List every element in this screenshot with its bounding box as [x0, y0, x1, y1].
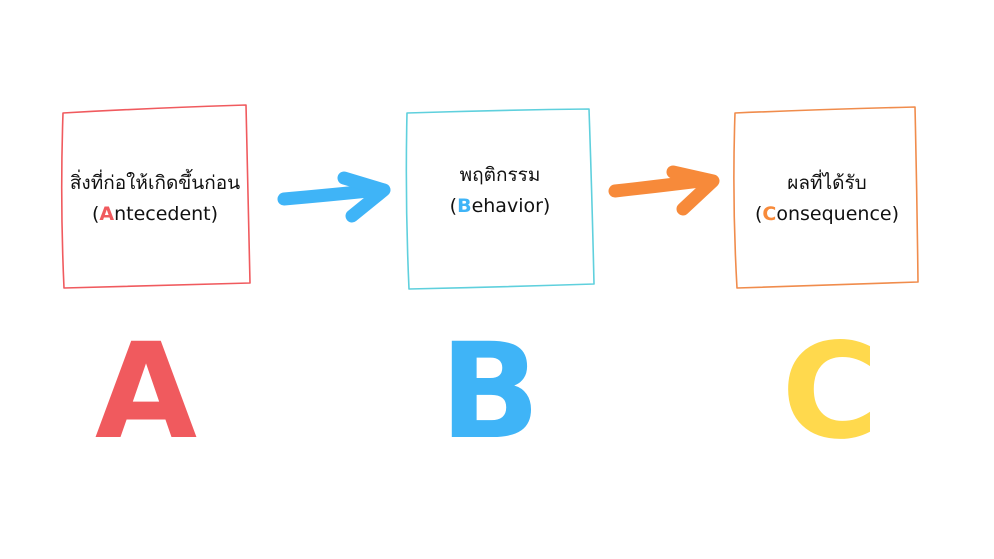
box-behavior-term: (Behavior)	[449, 195, 551, 217]
letter-a: A	[94, 315, 198, 469]
box-behavior	[405, 108, 595, 290]
box-consequence-title: ผลที่ได้รับ	[787, 172, 867, 194]
box-behavior-label: พฤติกรรม (Behavior)	[400, 160, 600, 222]
box-behavior-title: พฤติกรรม	[459, 164, 541, 186]
consequence-initial: C	[762, 203, 777, 225]
behavior-initial: B	[457, 195, 472, 217]
box-consequence	[733, 106, 919, 289]
arrow-right-icon	[608, 165, 720, 216]
box-consequence-term: (Consequence)	[754, 203, 899, 225]
box-antecedent	[60, 104, 251, 289]
letter-b: B	[439, 315, 541, 469]
arrow-right-icon	[277, 171, 391, 223]
antecedent-initial: A	[99, 203, 115, 225]
box-antecedent-title: สิ่งที่ก่อให้เกิดขึ้นก่อน	[69, 172, 241, 194]
box-antecedent-term: (Antecedent)	[91, 203, 219, 225]
box-antecedent-label: สิ่งที่ก่อให้เกิดขึ้นก่อน (Antecedent)	[45, 168, 265, 230]
letter-c: C	[781, 315, 879, 469]
box-consequence-label: ผลที่ได้รับ (Consequence)	[727, 168, 927, 230]
